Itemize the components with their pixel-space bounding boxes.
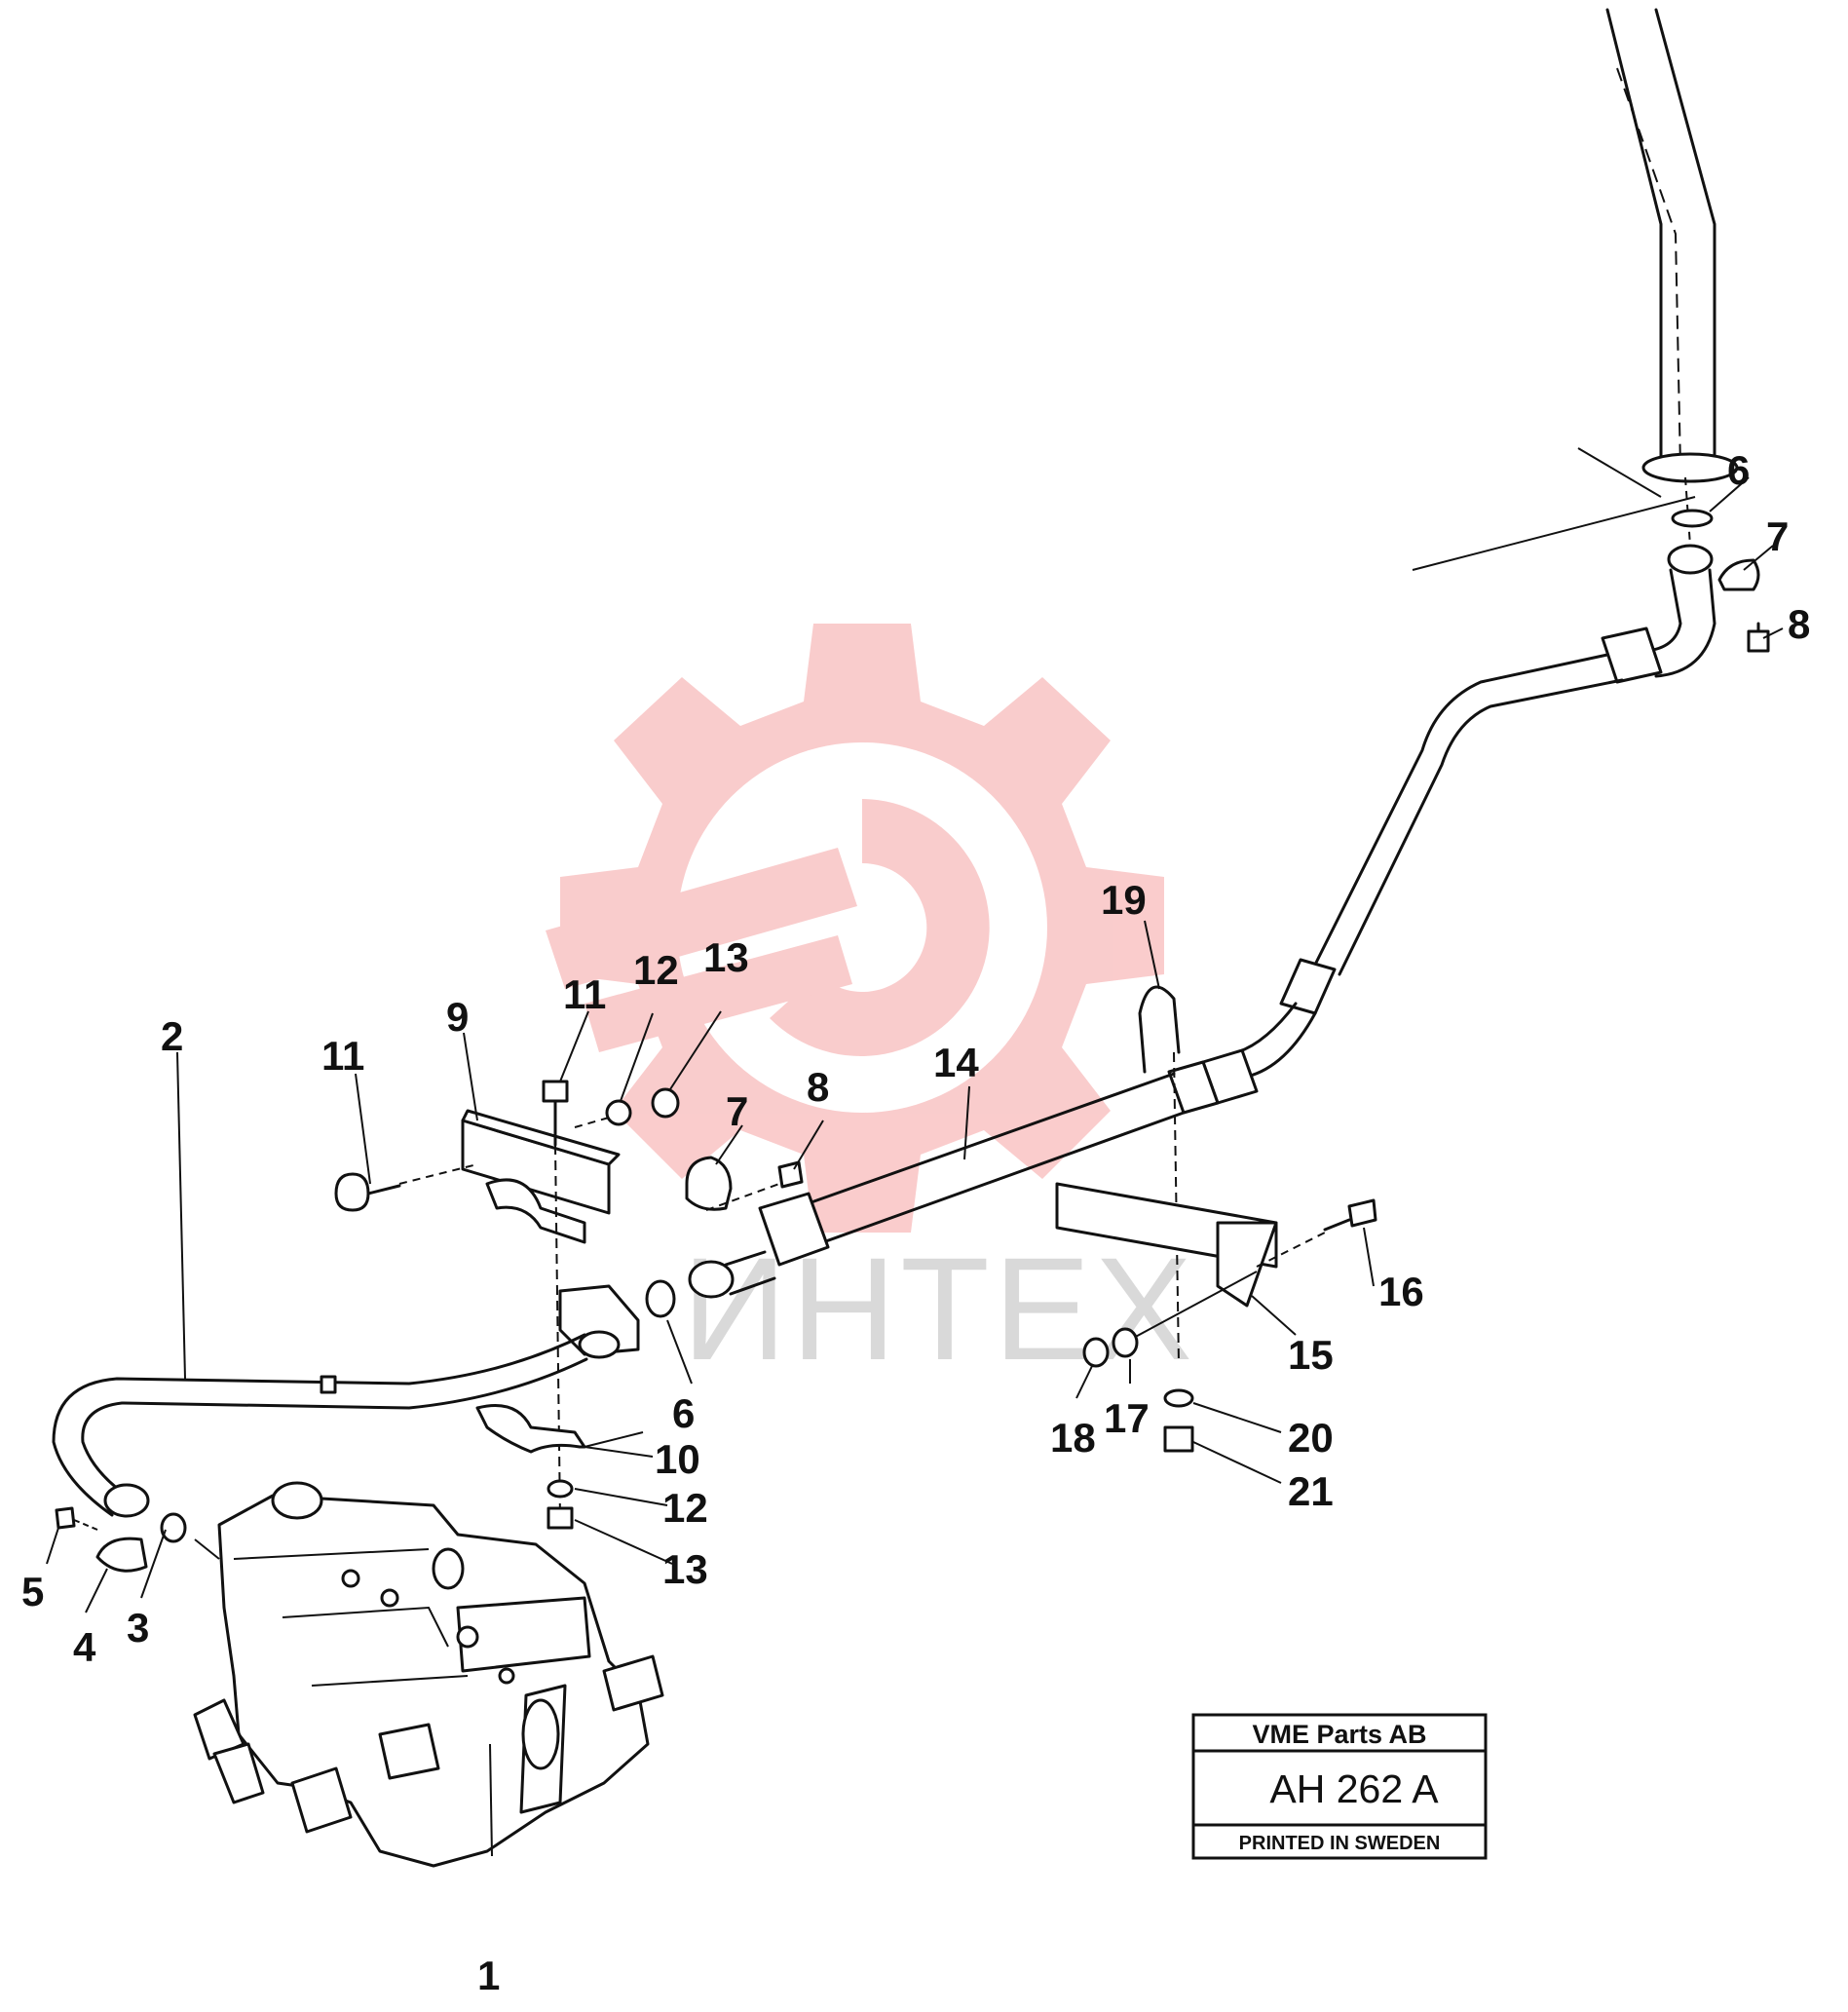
callout-5: 5: [21, 1569, 44, 1614]
callout-8-mid: 8: [807, 1064, 829, 1110]
callout-11-left: 11: [321, 1033, 364, 1079]
callout-14: 14: [933, 1040, 979, 1085]
callout-3: 3: [127, 1605, 149, 1651]
callout-10: 10: [655, 1436, 700, 1482]
callout-6-top: 6: [1727, 447, 1750, 493]
title-block-company: VME Parts AB: [1252, 1720, 1426, 1749]
title-block: VME Parts AB AH 262 A PRINTED IN SWEDEN: [1191, 1713, 1488, 1860]
callout-labels: 1 2 3 4 5 6 6 7 7 8 8 9 10 11 11 12 12 1…: [21, 447, 1810, 1998]
callout-7-top: 7: [1766, 513, 1789, 559]
callout-2: 2: [161, 1013, 183, 1059]
drawing-linework: [46, 8, 1784, 1868]
callout-7-mid: 7: [726, 1088, 748, 1134]
callout-13-bottom: 13: [662, 1546, 708, 1592]
callout-17: 17: [1104, 1395, 1150, 1441]
callout-21: 21: [1288, 1468, 1334, 1514]
watermark-gear-logo: [546, 624, 1164, 1233]
callout-8-top: 8: [1788, 601, 1810, 647]
control-valve-block: [193, 1481, 664, 1868]
callout-15: 15: [1288, 1332, 1334, 1378]
callout-20: 20: [1288, 1415, 1334, 1461]
watermark-text: ИНТЕХ: [682, 1227, 1196, 1390]
callout-6-mid: 6: [672, 1390, 695, 1436]
callout-19: 19: [1101, 877, 1147, 923]
callout-16: 16: [1378, 1269, 1424, 1314]
callout-11-right: 11: [563, 971, 606, 1017]
callout-1: 1: [477, 1953, 500, 1998]
callout-9: 9: [446, 994, 469, 1040]
callout-18: 18: [1050, 1415, 1096, 1461]
callout-12-top: 12: [633, 947, 679, 993]
title-block-printed: PRINTED IN SWEDEN: [1239, 1833, 1441, 1854]
callout-4: 4: [73, 1624, 96, 1670]
callout-12-bottom: 12: [662, 1485, 708, 1531]
callout-13-top: 13: [703, 934, 749, 980]
title-block-code: AH 262 A: [1269, 1766, 1439, 1811]
